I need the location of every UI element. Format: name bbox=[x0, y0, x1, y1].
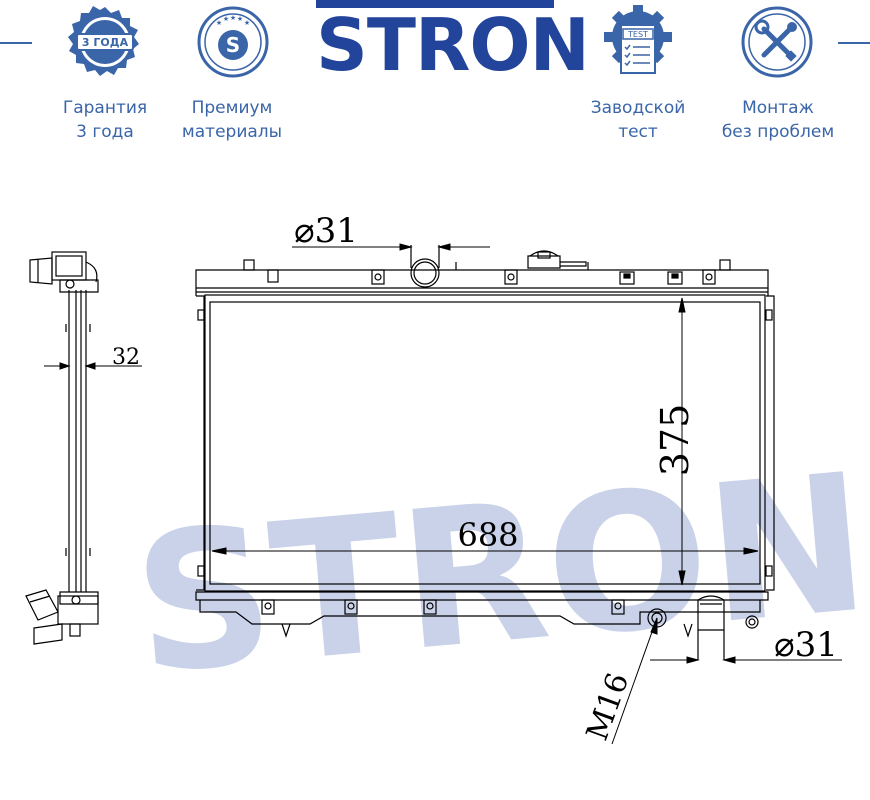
premium-materials-icon: S ★ ★ ★ ★ ★ bbox=[197, 6, 269, 78]
svg-text:★: ★ bbox=[230, 14, 236, 22]
feature-test: TEST Заводской тест bbox=[582, 0, 694, 150]
header-line-right bbox=[838, 42, 870, 44]
svg-text:★: ★ bbox=[244, 19, 250, 27]
feature-label-guarantee: Гарантия 3 года bbox=[62, 98, 148, 142]
inlet-diameter-label: ⌀31 bbox=[294, 211, 358, 251]
svg-text:★: ★ bbox=[223, 15, 229, 23]
header-line-left bbox=[0, 42, 32, 44]
drain-thread-leader bbox=[611, 617, 658, 745]
side-thickness-dimension bbox=[44, 362, 142, 370]
side-thickness-label: 32 bbox=[112, 345, 140, 370]
height-dimension bbox=[678, 297, 686, 586]
feature-premium: S ★ ★ ★ ★ ★ Премиум материалы bbox=[176, 0, 288, 150]
brand-logo: STRON bbox=[316, 3, 590, 87]
bottom-tank bbox=[195, 591, 769, 660]
feature-guarantee: 3 ГОДА Гарантия 3 года bbox=[50, 0, 160, 150]
height-label: 375 bbox=[653, 404, 697, 477]
easy-install-icon bbox=[741, 6, 813, 78]
top-tank bbox=[195, 245, 769, 296]
brand-logo-bar bbox=[316, 0, 554, 8]
guarantee-badge-icon: 3 ГОДА bbox=[68, 6, 139, 76]
factory-test-icon: TEST bbox=[604, 5, 672, 74]
feature-label-test: Заводской тест bbox=[590, 98, 686, 142]
premium-badge-text: S bbox=[226, 33, 240, 57]
radiator-core bbox=[196, 294, 775, 592]
outlet-diameter-label: ⌀31 bbox=[774, 625, 838, 665]
feature-install: Монтаж без проблем bbox=[708, 0, 848, 150]
test-badge-text: TEST bbox=[627, 30, 648, 39]
svg-text:★: ★ bbox=[216, 19, 222, 27]
width-label: 688 bbox=[457, 516, 518, 554]
width-dimension bbox=[211, 547, 759, 555]
brand-watermark: STRON bbox=[126, 432, 870, 716]
side-view bbox=[25, 251, 99, 645]
guarantee-badge-text: 3 ГОДА bbox=[82, 36, 129, 49]
svg-text:★: ★ bbox=[237, 15, 243, 23]
outlet-diameter-dimension bbox=[650, 656, 842, 664]
feature-label-premium: Премиум материалы bbox=[181, 98, 283, 142]
feature-label-install: Монтаж без проблем bbox=[721, 98, 835, 142]
inlet-diameter-dimension bbox=[292, 243, 490, 251]
drain-thread-label: M16 bbox=[580, 668, 636, 745]
